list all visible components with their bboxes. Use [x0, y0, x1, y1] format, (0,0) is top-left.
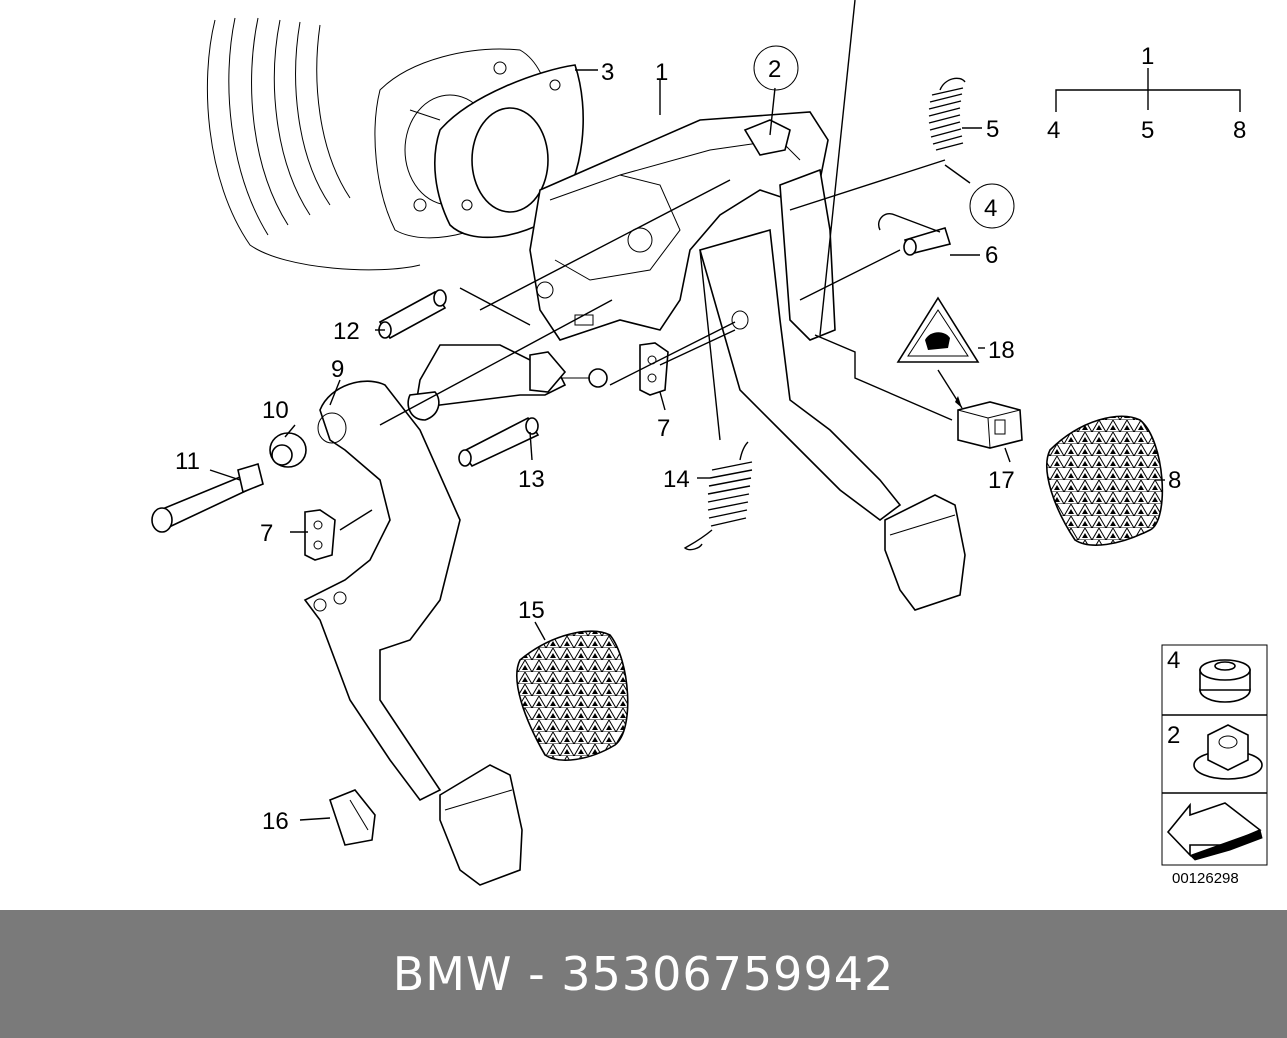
callout-18: 18 — [988, 337, 1015, 364]
callout-circle-2 — [753, 45, 799, 91]
return-spring-part-5 — [928, 77, 966, 151]
rubber-buffer-icon — [1199, 659, 1251, 703]
callout-15: 15 — [518, 597, 545, 624]
callout-4: 4 — [984, 195, 997, 222]
callout-10: 10 — [262, 397, 289, 424]
callout-8: 8 — [1168, 467, 1181, 494]
callout-13: 13 — [518, 466, 545, 493]
tree-child-8: 8 — [1233, 117, 1246, 144]
legend-box: 4 2 00126298 — [1161, 644, 1268, 887]
pedal-pad-cover-part-15 — [516, 630, 629, 761]
clutch-pedal-part-9 — [303, 380, 461, 802]
bushing-part-10 — [269, 432, 307, 468]
bolt-part-11 — [151, 462, 264, 533]
callout-12: 12 — [333, 318, 360, 345]
tree-child-5: 5 — [1141, 117, 1154, 144]
parts-diagram: 1 2 3 4 5 6 7 7 8 9 10 11 12 13 14 15 16… — [151, 0, 1268, 887]
direction-arrow-icon — [1166, 802, 1263, 861]
assembly-tree: 1 4 5 8 — [1047, 43, 1246, 144]
callout-2: 2 — [768, 56, 781, 83]
pin-part-6 — [878, 213, 952, 256]
callout-5: 5 — [986, 116, 999, 143]
callout-3: 3 — [601, 59, 614, 86]
leader-lines — [209, 0, 1165, 821]
legend-label-4: 4 — [1167, 647, 1180, 674]
tree-root: 1 — [1141, 43, 1154, 70]
callout-11: 11 — [175, 448, 200, 475]
legend-label-2: 2 — [1167, 722, 1180, 749]
clip-part-16 — [329, 789, 376, 846]
callout-17: 17 — [988, 467, 1015, 494]
footer-bar: BMW - 35306759942 — [0, 910, 1287, 1038]
switch-part-17 — [957, 401, 1023, 449]
clip-part-7-left — [304, 509, 336, 561]
pin-part-13 — [458, 416, 540, 468]
callout-1: 1 — [655, 59, 668, 86]
callout-14: 14 — [663, 466, 690, 493]
tree-child-4: 4 — [1047, 117, 1060, 144]
callout-7-right: 7 — [657, 415, 670, 442]
callout-circle-4 — [969, 183, 1015, 229]
clutch-pedal-pad — [439, 764, 523, 886]
callout-16: 16 — [262, 808, 289, 835]
callout-7-left: 7 — [260, 520, 273, 547]
spring-part-14 — [683, 441, 753, 551]
pedal-bracket-part-1 — [529, 111, 829, 341]
clutch-master-cylinder — [407, 344, 608, 421]
image-number: 00126298 — [1172, 870, 1239, 887]
callout-6: 6 — [985, 242, 998, 269]
footer-caption: BMW - 35306759942 — [392, 947, 895, 1001]
brake-pedal-pad — [884, 494, 966, 611]
warning-sign-part-18 — [896, 296, 980, 409]
brake-pedal-arm — [699, 168, 902, 521]
clip-part-7-right — [639, 342, 669, 396]
hex-nut-icon — [1193, 724, 1263, 780]
callout-9: 9 — [331, 356, 344, 383]
pin-part-12 — [378, 289, 447, 340]
pedal-pad-cover-part-8 — [1046, 415, 1164, 546]
